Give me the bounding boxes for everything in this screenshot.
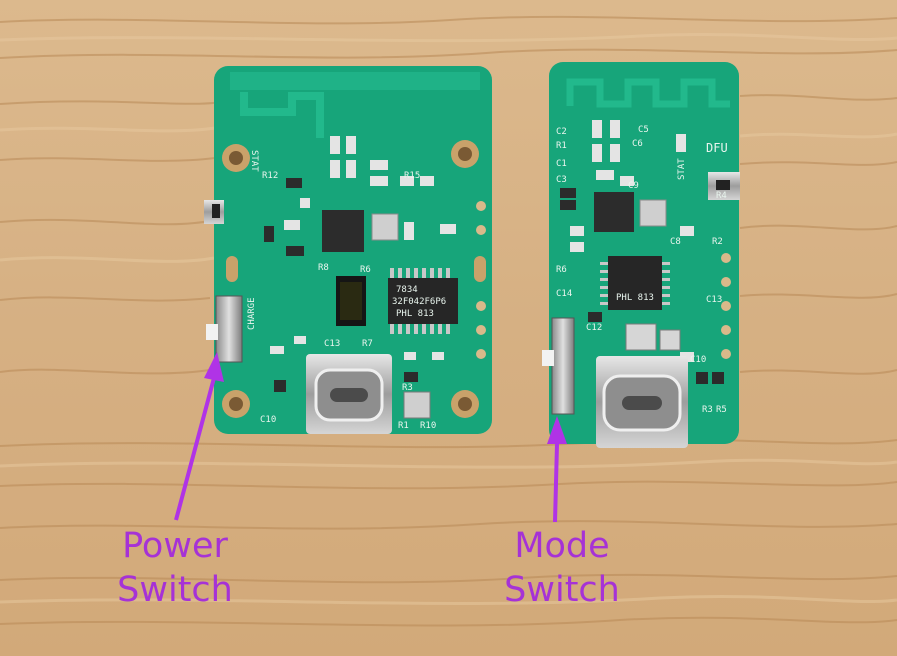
svg-text:R3: R3 — [402, 383, 413, 393]
svg-text:C12: C12 — [586, 323, 602, 333]
left-silk-stat: STAT — [249, 150, 259, 172]
svg-text:R10: R10 — [420, 421, 436, 431]
svg-text:C14: C14 — [556, 289, 572, 299]
svg-text:R4: R4 — [716, 191, 727, 201]
power-switch-arrow — [174, 352, 224, 521]
left-silk-charge: CHARGE — [247, 297, 257, 330]
svg-text:R2: R2 — [712, 237, 723, 247]
wood-grain-light — [0, 32, 897, 606]
svg-text:R6: R6 — [556, 265, 567, 275]
svg-text:C5: C5 — [638, 125, 649, 135]
svg-text:C1: C1 — [556, 159, 567, 169]
svg-text:R1: R1 — [556, 141, 567, 151]
power-switch-label: Power Switch — [100, 524, 250, 612]
right-silk-stat: STAT — [677, 158, 687, 180]
svg-text:C10: C10 — [690, 355, 706, 365]
svg-text:R1: R1 — [398, 421, 409, 431]
power-switch-label-line2: Switch — [117, 570, 233, 610]
svg-text:R15: R15 — [404, 171, 420, 181]
svg-text:C6: C6 — [632, 139, 643, 149]
svg-text:C9: C9 — [628, 181, 639, 191]
mode-switch-label: Mode Switch — [482, 524, 642, 612]
svg-text:R8: R8 — [318, 263, 329, 273]
wood-grain — [0, 15, 897, 627]
svg-text:32F042F6P6: 32F042F6P6 — [392, 297, 446, 307]
svg-text:PHL 813: PHL 813 — [616, 293, 654, 303]
svg-text:R7: R7 — [362, 339, 373, 349]
svg-text:R6: R6 — [360, 265, 371, 275]
svg-text:PHL 813: PHL 813 — [396, 309, 434, 319]
svg-text:C13: C13 — [324, 339, 340, 349]
svg-text:C8: C8 — [670, 237, 681, 247]
mode-switch-label-line2: Switch — [504, 570, 620, 610]
mode-switch-arrow — [547, 416, 567, 523]
svg-text:R12: R12 — [262, 171, 278, 181]
svg-text:R5: R5 — [716, 405, 727, 415]
power-switch-label-line1: Power — [122, 526, 228, 566]
right-silk-dfu: DFU — [706, 141, 728, 155]
svg-text:C10: C10 — [260, 415, 276, 425]
svg-text:7834: 7834 — [396, 285, 418, 295]
svg-text:C2: C2 — [556, 127, 567, 137]
svg-text:R3: R3 — [702, 405, 713, 415]
right-pcb: DFU STAT C2 R1 C1 C3 C5 C6 C9 C8 R2 R6 C… — [542, 62, 740, 448]
svg-text:C13: C13 — [706, 295, 722, 305]
left-pcb: STAT CHARGE 7834 32F042F6P6 PHL 813 R15 … — [204, 66, 492, 434]
mode-switch-label-line1: Mode — [514, 526, 610, 566]
svg-text:C3: C3 — [556, 175, 567, 185]
